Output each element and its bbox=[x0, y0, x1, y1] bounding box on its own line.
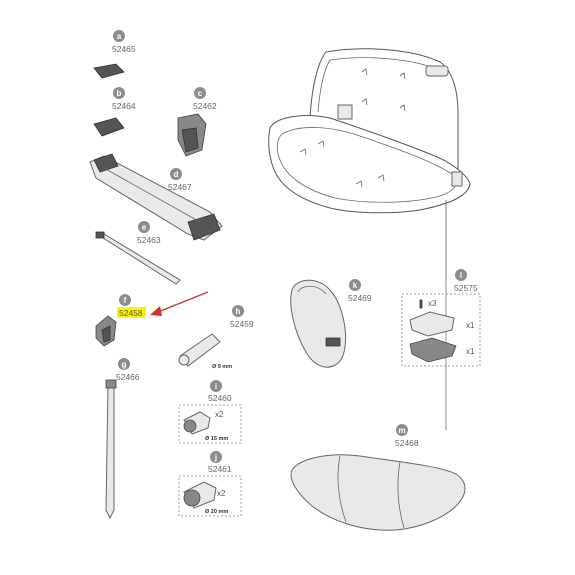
part-l-quantity-2: x1 bbox=[466, 321, 475, 330]
part-e: e 52463 bbox=[95, 221, 181, 285]
case-illustration bbox=[268, 48, 471, 214]
part-c-code: 52462 bbox=[193, 101, 217, 111]
part-l-quantity-1: x3 bbox=[428, 299, 437, 308]
part-f-code: 52458 bbox=[119, 308, 143, 318]
part-k-code: 52469 bbox=[348, 293, 372, 303]
part-f: f 52458 bbox=[95, 294, 146, 347]
part-m-code: 52468 bbox=[395, 438, 419, 448]
part-g-letter: g bbox=[122, 360, 127, 369]
part-l-quantity-3: x1 bbox=[466, 347, 475, 356]
part-k-bag bbox=[290, 279, 347, 368]
part-k-letter: k bbox=[353, 281, 358, 290]
part-i-code: 52460 bbox=[208, 393, 232, 403]
part-g-strap bbox=[105, 383, 115, 520]
part-e-code: 52463 bbox=[137, 235, 161, 245]
part-i-letter: i bbox=[215, 382, 217, 391]
part-l-bracket-2 bbox=[409, 337, 457, 363]
part-i-dimension: Ø 15 mm bbox=[205, 436, 228, 442]
part-l: l 52575 x3 x1 x1 bbox=[401, 269, 481, 367]
part-e-letter: e bbox=[142, 223, 147, 232]
part-j-code: 52461 bbox=[208, 464, 232, 474]
part-h: h 52459 Ø 9 mm bbox=[178, 305, 254, 370]
part-c: c 52462 bbox=[177, 87, 217, 157]
part-m: m 52468 bbox=[290, 424, 466, 531]
part-a-badge bbox=[113, 30, 125, 42]
part-f-letter: f bbox=[124, 296, 127, 305]
part-f-highlight bbox=[117, 307, 146, 318]
part-h-code: 52459 bbox=[230, 319, 254, 329]
part-a-letter: a bbox=[117, 32, 122, 41]
part-l-screw bbox=[419, 299, 423, 309]
part-j-dimension: Ø 20 mm bbox=[205, 509, 228, 515]
part-g-code: 52466 bbox=[116, 372, 140, 382]
part-a-code: 52465 bbox=[112, 44, 136, 54]
part-j-quantity: x2 bbox=[217, 489, 226, 498]
part-m-letter: m bbox=[398, 426, 405, 435]
part-l-code: 52575 bbox=[454, 283, 478, 293]
part-k: k 52469 bbox=[290, 279, 372, 368]
part-b: b 52464 bbox=[93, 87, 136, 137]
part-d-letter: d bbox=[174, 170, 179, 179]
part-l-bracket-1 bbox=[409, 311, 455, 337]
part-b-pad bbox=[93, 117, 125, 137]
part-c-letter: c bbox=[198, 89, 203, 98]
part-b-code: 52464 bbox=[112, 101, 136, 111]
part-j: j 52461 x2 Ø 20 mm bbox=[178, 451, 242, 517]
part-d: d 52467 bbox=[89, 153, 223, 241]
part-h-letter: h bbox=[236, 307, 241, 316]
part-m-liner bbox=[290, 454, 466, 531]
part-i: i 52460 x2 Ø 15 mm bbox=[178, 380, 242, 444]
part-a: a 52465 bbox=[93, 30, 136, 79]
part-h-dimension: Ø 9 mm bbox=[212, 364, 232, 370]
part-d-code: 52467 bbox=[168, 182, 192, 192]
part-i-quantity: x2 bbox=[215, 410, 224, 419]
part-j-letter: j bbox=[214, 453, 217, 462]
part-b-letter: b bbox=[117, 89, 122, 98]
part-g: g 52466 bbox=[105, 358, 140, 520]
highlight-arrow bbox=[150, 291, 209, 316]
part-l-letter: l bbox=[460, 271, 462, 280]
part-a-pad bbox=[93, 63, 125, 79]
